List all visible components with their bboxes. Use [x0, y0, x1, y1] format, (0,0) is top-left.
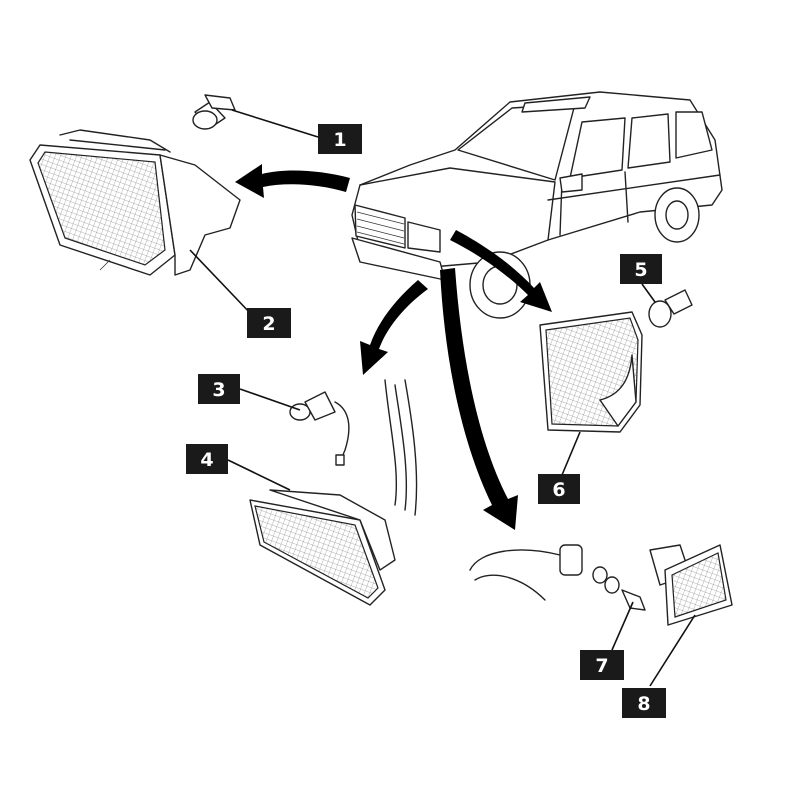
- side-repeater-lamp-icon: [649, 544, 733, 626]
- callout-4-label: 4: [200, 449, 213, 471]
- vehicle-illustration: [351, 91, 723, 319]
- callout-2: 2: [247, 308, 291, 338]
- callout-7-label: 7: [595, 655, 608, 677]
- fog-lamp-unit-icon: [249, 379, 418, 606]
- fog-lamp-bulb-icon: [289, 391, 350, 466]
- callout-7: 7: [580, 650, 624, 680]
- callout-5: 5: [620, 254, 662, 284]
- callout-6: 6: [538, 474, 580, 504]
- callout-8-label: 8: [637, 693, 650, 715]
- arrow-to-indicator: [450, 230, 552, 312]
- callout-5-label: 5: [634, 259, 647, 281]
- headlamp-unit-icon: [29, 129, 241, 276]
- arrow-to-fog-lamp: [360, 280, 428, 375]
- side-repeater-bulb-icon: [469, 544, 646, 611]
- arrow-to-headlamp: [235, 164, 350, 198]
- headlamp-bulb-icon: [192, 94, 236, 130]
- callout-1: 1: [318, 124, 362, 154]
- direction-arrows: [235, 164, 552, 530]
- leader-lines: [189, 109, 696, 687]
- callout-1-label: 1: [333, 129, 346, 151]
- callout-6-label: 6: [552, 479, 565, 501]
- arrow-to-side-repeater: [440, 268, 518, 530]
- front-indicator-lens-icon: [539, 311, 643, 433]
- callout-2-label: 2: [262, 313, 275, 335]
- callout-3: 3: [198, 374, 240, 404]
- callout-4: 4: [186, 444, 228, 474]
- callout-3-label: 3: [212, 379, 225, 401]
- indicator-bulb-icon: [648, 289, 693, 328]
- callout-8: 8: [622, 688, 666, 718]
